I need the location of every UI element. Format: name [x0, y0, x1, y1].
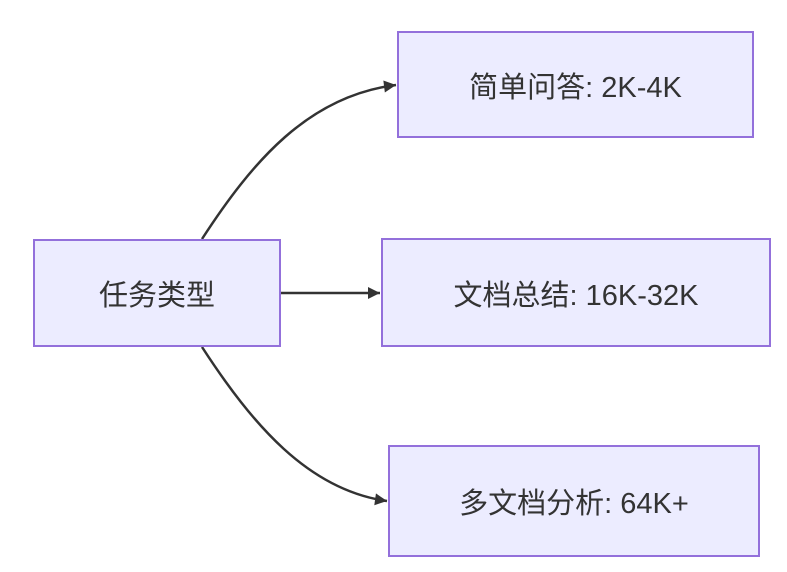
node-simple-qa: 简单问答: 2K-4K: [397, 31, 754, 138]
node-multi-doc-label: 多文档分析: 64K+: [459, 488, 689, 520]
node-multi-doc: 多文档分析: 64K+: [388, 445, 760, 557]
node-task-type: 任务类型: [33, 239, 281, 347]
node-doc-summary: 文档总结: 16K-32K: [381, 238, 771, 347]
node-task-type-label: 任务类型: [98, 280, 215, 312]
node-simple-qa-label: 简单问答: 2K-4K: [469, 71, 682, 104]
edge-root-to-multi-doc: [200, 346, 388, 506]
edge-root-to-simple-qa: [200, 80, 397, 240]
node-doc-summary-label: 文档总结: 16K-32K: [453, 279, 699, 312]
